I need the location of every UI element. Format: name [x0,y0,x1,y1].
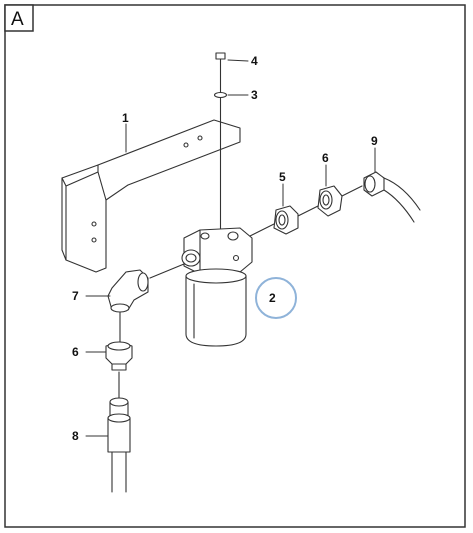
nut-right-part [317,185,343,217]
connector-line-mid [297,205,319,217]
callout-1: 1 [122,111,129,125]
callout-5: 5 [279,170,286,184]
callout-4: 4 [251,54,258,68]
hose-lower-part [107,397,131,493]
callout-6-right: 6 [322,151,329,165]
filter-head-part [181,227,253,275]
callout-7: 7 [72,289,79,303]
connector-line-right [249,223,275,237]
highlight-circle [255,277,297,319]
bracket-part [61,119,241,273]
elbow-part [107,269,149,313]
callout-2: 2 [269,291,276,305]
adapter-right-part [273,205,299,235]
callout-8: 8 [72,429,79,443]
panel-label: A [11,9,24,30]
connector-line-left [149,263,185,279]
panel-label-box [4,4,34,32]
filter-element-part [185,268,247,347]
diagram-frame [4,4,466,528]
callout-3: 3 [251,88,258,102]
connector-line-upper [341,185,363,197]
washer-part [213,91,228,99]
nut-left-part [105,341,133,371]
leader-lines [85,59,376,437]
callout-6-left: 6 [72,345,79,359]
hose-upper-part [363,171,421,223]
bolt-part [215,52,226,231]
callout-9: 9 [371,134,378,148]
